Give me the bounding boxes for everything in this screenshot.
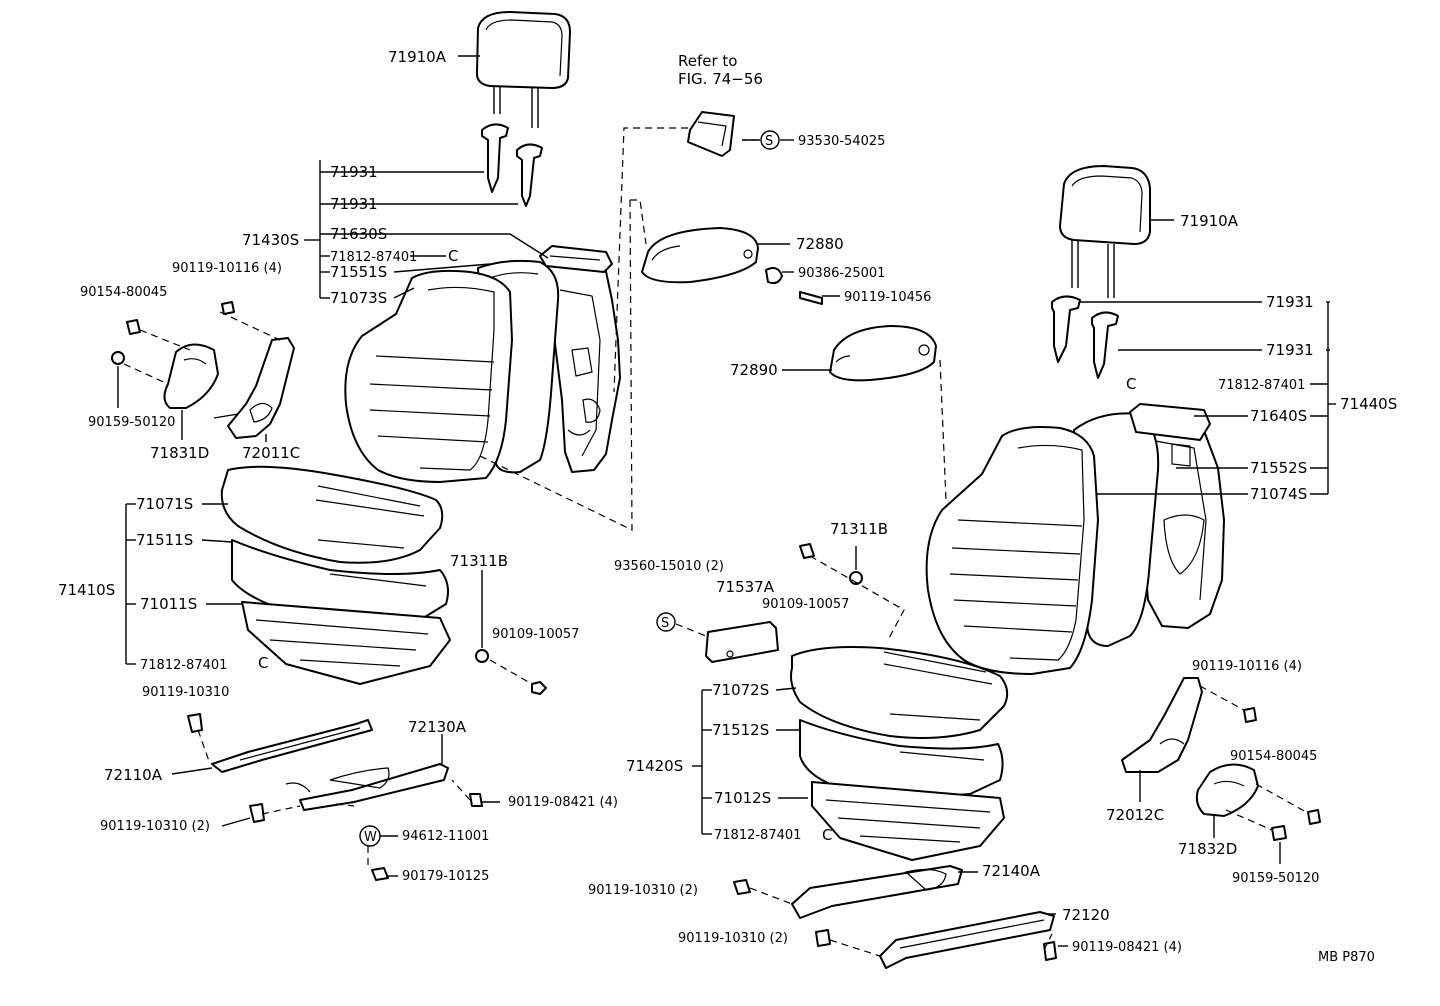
label-71812-87401: 71812-87401 <box>1218 378 1305 393</box>
label-71071S: 71071S <box>136 495 193 513</box>
label-71931: 71931 <box>1266 341 1314 359</box>
label-71072S: 71072S <box>712 681 769 699</box>
s-symbol: S <box>765 134 773 149</box>
c-clip-symbol: C <box>258 654 268 672</box>
label-90109-10057: 90109-10057 <box>492 627 579 642</box>
label-90119-10310: 90119-10310 (2) <box>678 931 788 946</box>
label-90386-25001: 90386-25001 <box>798 266 885 281</box>
label-90119-10456: 90119-10456 <box>844 290 931 305</box>
refer-note-line2: FIG. 74−56 <box>678 70 763 88</box>
label-71537A: 71537A <box>716 578 775 596</box>
label-90119-10310: 90119-10310 (2) <box>588 883 698 898</box>
seatback-left <box>344 245 621 483</box>
label-90159-50120: 90159-50120 <box>1232 871 1319 886</box>
label-71440S: 71440S <box>1340 395 1397 413</box>
headrest-left <box>475 11 571 207</box>
label-71011S: 71011S <box>140 595 197 613</box>
label-71640S: 71640S <box>1250 407 1307 425</box>
label-71831D: 71831D <box>150 444 209 462</box>
label-72880: 72880 <box>796 235 844 253</box>
label-90119-08421: 90119-08421 (4) <box>508 795 618 810</box>
label-72890: 72890 <box>730 361 778 379</box>
label-71931: 71931 <box>1266 293 1314 311</box>
recliner-right <box>1121 677 1259 817</box>
label-71430S: 71430S <box>242 231 299 249</box>
label-72130A: 72130A <box>408 718 467 736</box>
label-93560-15010: 93560-15010 (2) <box>614 559 724 574</box>
label-71812-87401: 71812-87401 <box>714 828 801 843</box>
referenced-switch <box>687 111 735 157</box>
label-71832D: 71832D <box>1178 840 1237 858</box>
fasteners <box>111 301 1321 961</box>
s-symbol: S <box>661 616 669 631</box>
label-71551S: 71551S <box>330 263 387 281</box>
label-72110A: 72110A <box>104 766 163 784</box>
label-90159-50120: 90159-50120 <box>88 415 175 430</box>
label-93530-54025: 93530-54025 <box>798 134 885 149</box>
callout-labels: Refer to FIG. 74−56 MB P870 71910A 71931… <box>58 48 1397 965</box>
label-71630S: 71630S <box>330 225 387 243</box>
refer-note-line1: Refer to <box>678 52 737 70</box>
label-90119-08421: 90119-08421 (4) <box>1072 940 1182 955</box>
symbol-w: W <box>359 825 381 847</box>
leader-lines <box>117 55 1336 947</box>
label-90154-80045: 90154-80045 <box>80 285 167 300</box>
label-71552S: 71552S <box>1250 459 1307 477</box>
seat-cushion-left <box>220 465 451 685</box>
armrest-72890 <box>829 325 937 382</box>
label-71073S: 71073S <box>330 289 387 307</box>
seat-cushion-right <box>790 646 1009 861</box>
label-71410S: 71410S <box>58 581 115 599</box>
label-90109-10057: 90109-10057 <box>762 597 849 612</box>
label-90119-10310: 90119-10310 <box>142 685 229 700</box>
label-71311B: 71311B <box>830 520 888 538</box>
w-symbol: W <box>364 830 377 845</box>
c-clip-symbol: C <box>822 826 832 844</box>
label-72012C: 72012C <box>1106 806 1164 824</box>
headrest-right <box>1051 165 1151 379</box>
c-clip-symbol: C <box>1126 375 1136 393</box>
label-headrest-left: 71910A <box>388 48 447 66</box>
label-71420S: 71420S <box>626 757 683 775</box>
recliner-left <box>163 337 295 439</box>
figure-code: MB P870 <box>1318 950 1375 965</box>
seat-track-right <box>791 865 1055 969</box>
label-90119-10116: 90119-10116 (4) <box>1192 659 1302 674</box>
symbol-s-2: S <box>656 612 676 632</box>
label-71812-87401: 71812-87401 <box>140 658 227 673</box>
seat-track-left <box>211 719 449 811</box>
label-71311B: 71311B <box>450 552 508 570</box>
label-71012S: 71012S <box>714 789 771 807</box>
dashed-guides <box>123 127 1307 957</box>
symbol-s-1: S <box>760 130 780 150</box>
label-90179-10125: 90179-10125 <box>402 869 489 884</box>
label-72120: 72120 <box>1062 906 1110 924</box>
label-90154-80045: 90154-80045 <box>1230 749 1317 764</box>
label-90119-10310: 90119-10310 (2) <box>100 819 210 834</box>
seatback-right <box>925 403 1225 675</box>
label-71074S: 71074S <box>1250 485 1307 503</box>
armrest-72880 <box>641 227 823 305</box>
label-72011C: 72011C <box>242 444 300 462</box>
c-clip-symbol: C <box>448 247 458 265</box>
label-71812-87401: 71812-87401 <box>330 250 417 265</box>
bracket-71537A <box>705 621 779 663</box>
label-71931: 71931 <box>330 195 378 213</box>
label-94612-11001: 94612-11001 <box>402 829 489 844</box>
label-headrest-right: 71910A <box>1180 212 1239 230</box>
label-90119-10116: 90119-10116 (4) <box>172 261 282 276</box>
label-71511S: 71511S <box>136 531 193 549</box>
label-71931: 71931 <box>330 163 378 181</box>
label-72140A: 72140A <box>982 862 1041 880</box>
label-71512S: 71512S <box>712 721 769 739</box>
